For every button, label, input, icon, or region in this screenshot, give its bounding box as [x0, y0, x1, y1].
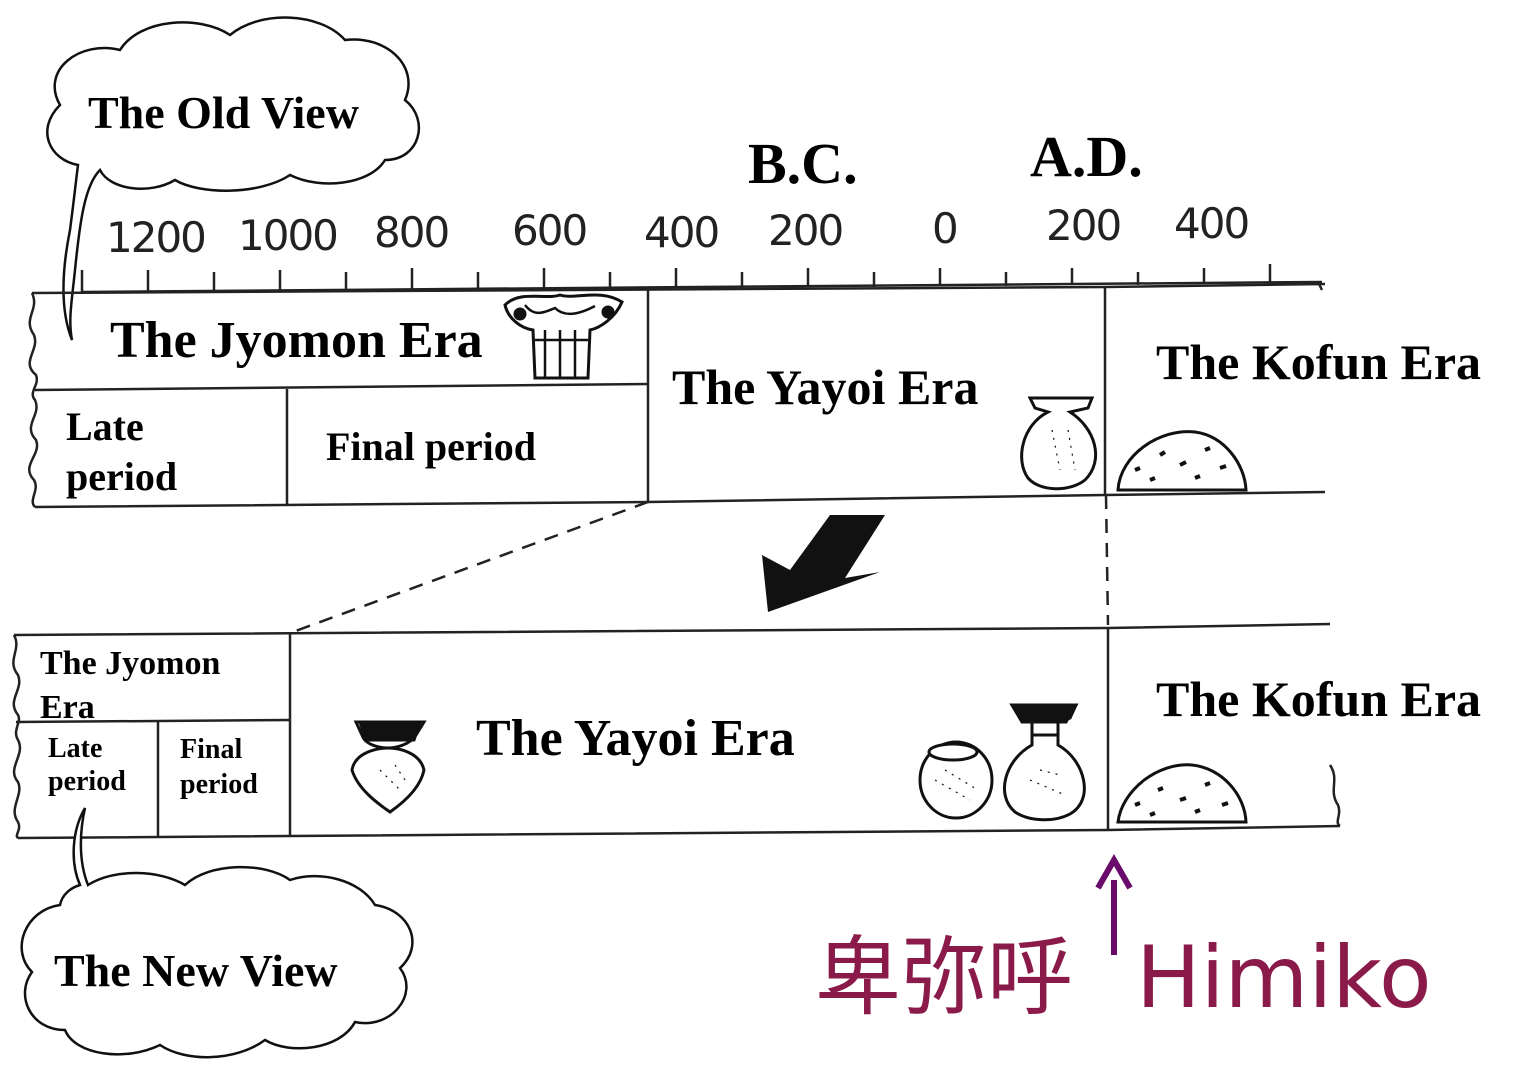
jyomon-pottery-icon: [503, 293, 624, 380]
axis-tick-label: 600: [512, 206, 588, 255]
axis-tick-label: 400: [1174, 199, 1250, 248]
axis-tick-label: 400: [644, 208, 720, 257]
axis-tick-label: 200: [768, 206, 844, 255]
down-left-arrow: [762, 515, 885, 612]
ad-label: A.D.: [1030, 124, 1143, 189]
axis-tick-label: 800: [374, 208, 450, 257]
new-jyomon-label: The Jyomon Era: [40, 645, 221, 726]
axis-tick-label: 1200: [106, 213, 207, 262]
axis-tick-label: 1000: [238, 211, 339, 260]
new-view-label: The New View: [54, 945, 338, 996]
old-kofun-label: The Kofun Era: [1156, 334, 1482, 390]
round-pot-icon: [918, 740, 994, 820]
old-view-boxes: [28, 282, 1326, 509]
axis-tick-label: 0: [932, 204, 959, 253]
new-view-boxes: [12, 622, 1341, 840]
new-late-period-label: Late period: [48, 733, 126, 797]
himiko-kanji: 卑弥呼: [815, 928, 1073, 1028]
kofun-mound-icon: [1116, 430, 1248, 492]
old-final-period-label: Final period: [326, 424, 537, 469]
axis-tick-label: 200: [1046, 201, 1122, 250]
himiko-name: Himiko: [1136, 928, 1432, 1028]
new-final-period-label: Final period: [180, 734, 258, 800]
kofun-mound-icon-new: [1116, 763, 1248, 824]
old-late-period-label: Late period: [66, 404, 178, 499]
new-yayoi-label: The Yayoi Era: [476, 710, 795, 767]
bc-label: B.C.: [748, 131, 858, 196]
yayoi-jar-icon: [1020, 396, 1098, 491]
himiko-arrow: [1095, 853, 1133, 955]
old-view-bubble: [46, 16, 421, 341]
dashed-guides: [289, 494, 1110, 635]
new-view-bubble: [20, 807, 414, 1059]
old-yayoi-label: The Yayoi Era: [672, 359, 979, 415]
old-jyomon-label: The Jyomon Era: [110, 312, 483, 369]
new-kofun-label: The Kofun Era: [1156, 671, 1482, 727]
yayoi-funnel-pot-icon: [350, 720, 427, 814]
old-view-label: The Old View: [88, 87, 359, 138]
tall-jar-icon: [1003, 703, 1086, 822]
